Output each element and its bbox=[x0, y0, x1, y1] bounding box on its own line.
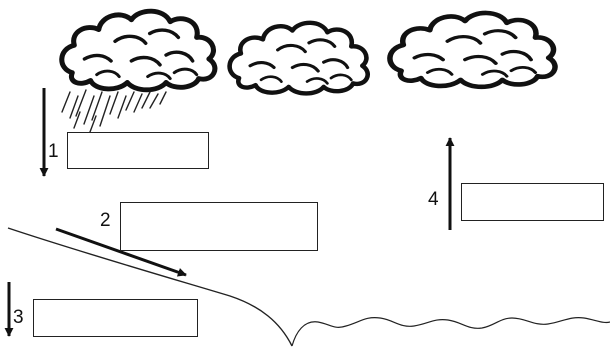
cloud-raining bbox=[62, 11, 215, 90]
step-number-4: 4 bbox=[428, 189, 439, 210]
answer-box-1[interactable] bbox=[67, 132, 209, 169]
answer-box-4[interactable] bbox=[461, 183, 604, 221]
step-number-3: 3 bbox=[13, 307, 24, 328]
answer-box-2[interactable] bbox=[120, 202, 318, 251]
rain-streaks bbox=[61, 89, 167, 133]
arrow-2-slope bbox=[55, 227, 187, 277]
step-number-1: 1 bbox=[48, 141, 59, 162]
answer-box-3[interactable] bbox=[33, 299, 198, 337]
cloud-right bbox=[390, 13, 555, 87]
step-number-2: 2 bbox=[100, 210, 111, 231]
water-surface-line bbox=[291, 317, 610, 347]
hill-slope-line bbox=[7, 227, 293, 347]
cloud-middle bbox=[230, 23, 368, 94]
